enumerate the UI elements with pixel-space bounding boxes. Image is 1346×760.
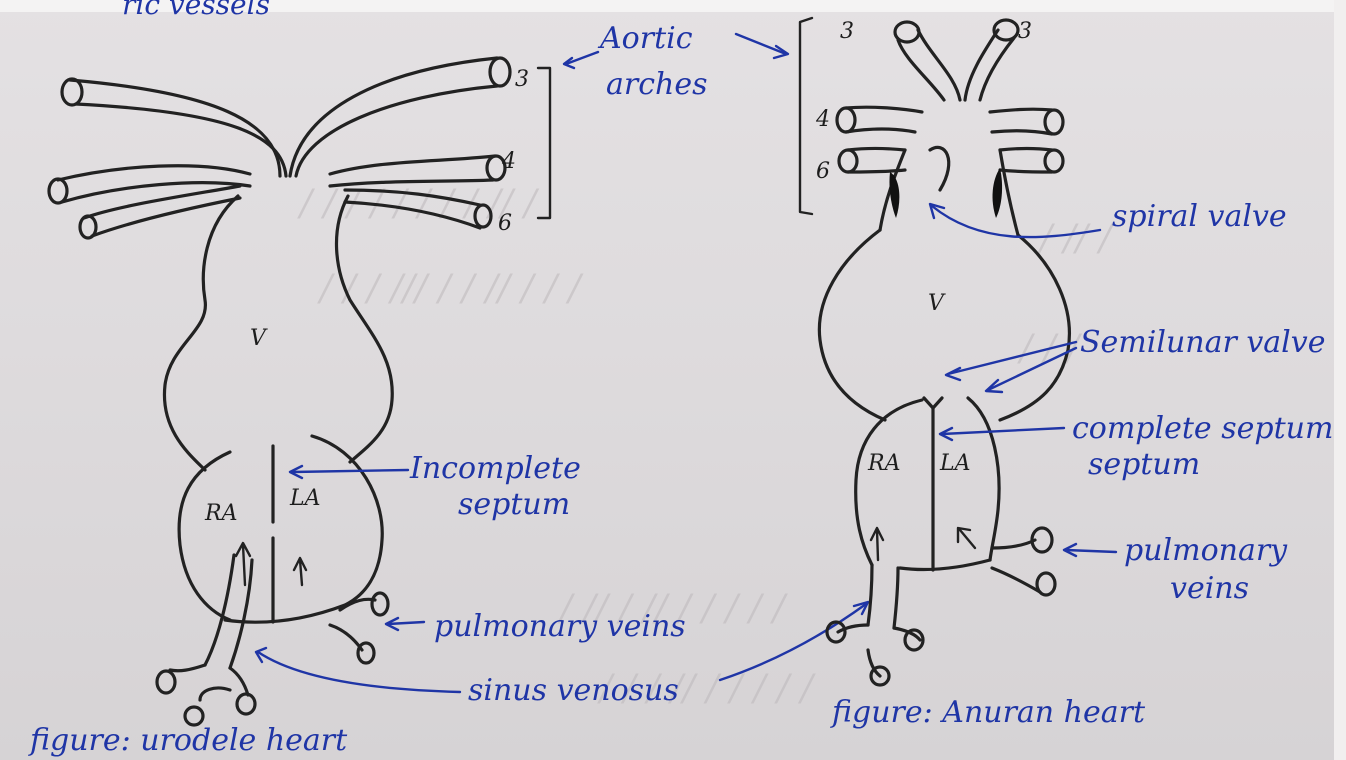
anuran-pulmonary-top bbox=[992, 540, 1035, 548]
spiral-valve-curve bbox=[930, 147, 949, 190]
truncus-right-wall bbox=[1000, 150, 1018, 235]
anuran-arch-3-left-number: 3 bbox=[840, 19, 854, 44]
pulmonary-vein-lower-opening bbox=[358, 643, 374, 663]
ventricle-left-wall bbox=[164, 196, 238, 470]
spiral-valve-label: spiral valve bbox=[1112, 199, 1287, 234]
anuran-arch-6-right-top bbox=[1000, 149, 1052, 151]
complete-septum-pointer bbox=[942, 428, 1064, 434]
pulmonary-veins-pointer bbox=[388, 622, 424, 624]
anuran-ventricle-left bbox=[819, 230, 885, 420]
anuran-arch-6-left-top bbox=[848, 149, 905, 151]
complete-septum-line2: septum bbox=[1088, 447, 1200, 482]
sinus-venosus-left-wall bbox=[205, 555, 234, 665]
arch-3-left-outer bbox=[70, 80, 280, 176]
anuran-arch-6-number: 6 bbox=[816, 159, 830, 184]
incomplete-septum-line1: Incomplete bbox=[409, 451, 581, 486]
anuran-arch-3-right-number: 3 bbox=[1018, 19, 1032, 44]
anuran-atrium-base bbox=[900, 560, 990, 570]
urodele-arch-bracket bbox=[538, 68, 550, 218]
arch-4-left-outer bbox=[58, 166, 250, 180]
sinus-opening-1 bbox=[157, 671, 175, 693]
anuran-sinus-right-wall bbox=[894, 568, 898, 628]
right-atrium-wall bbox=[179, 452, 230, 620]
sinus-venosus-branch-left bbox=[170, 665, 205, 671]
anuran-arch-3-left-outer bbox=[898, 40, 944, 100]
anuran-la-label: LA bbox=[939, 451, 971, 476]
pulmonary-veins-label: pulmonary veins bbox=[434, 609, 686, 644]
anuran-arch-4-right-bottom bbox=[992, 131, 1052, 134]
urodele-arch-4-number: 4 bbox=[501, 149, 516, 174]
urodele-caption: figure: urodele heart bbox=[28, 723, 348, 758]
anuran-arch-4-right-opening bbox=[1045, 110, 1063, 134]
ra-inflow-arrow bbox=[236, 543, 250, 585]
spiral-valve-flap-right bbox=[993, 168, 1003, 218]
spiral-valve-flap-left bbox=[889, 172, 899, 218]
anuran-ra-arrow bbox=[871, 528, 883, 560]
anuran-sinus-left-wall bbox=[868, 565, 872, 625]
anuran-caption: figure: Anuran heart bbox=[830, 695, 1146, 730]
anuran-arch-4-left-top bbox=[846, 107, 922, 112]
anuran-arch-6-right-opening bbox=[1045, 150, 1063, 172]
anuran-arch-3-right-inner bbox=[965, 30, 998, 100]
complete-septum-line1: complete septum bbox=[1072, 411, 1333, 446]
anuran-arch-3-left-opening bbox=[895, 22, 919, 42]
arch-6-left-opening bbox=[80, 216, 96, 238]
anuran-ra-label: RA bbox=[867, 451, 900, 476]
urodele-arch-3-number: 3 bbox=[515, 67, 529, 92]
aortic-arches-line2: arches bbox=[606, 67, 708, 102]
anuran-arch-6-right-bottom bbox=[1000, 170, 1052, 172]
svg-text:/ / / /// / / // / / /: / / / /// / / // / / / bbox=[317, 268, 585, 309]
pulmonary-vein-lower bbox=[330, 625, 362, 650]
anuran-la-wall bbox=[968, 398, 999, 560]
anuran-sinus-branch-low bbox=[868, 650, 880, 676]
anuran-ventricle-label: V bbox=[928, 291, 946, 316]
sinus-opening-3 bbox=[237, 694, 255, 714]
semilunar-pointer-1-head bbox=[946, 368, 960, 380]
anuran-pulmonary-line2: veins bbox=[1170, 571, 1249, 606]
anuran-pulmonary-pointer bbox=[1066, 550, 1116, 552]
left-atrium-wall bbox=[312, 436, 382, 605]
anuran-arch-4-right-top bbox=[990, 109, 1052, 112]
urodele-la-label: LA bbox=[289, 486, 321, 511]
anuran-pulmonary-opening-2 bbox=[1037, 573, 1055, 595]
anuran-arch-bracket bbox=[800, 18, 812, 214]
incomplete-septum-pointer bbox=[292, 470, 408, 472]
la-inflow-arrow bbox=[294, 558, 306, 585]
anuran-la-arrow bbox=[958, 528, 975, 548]
bleed-through-text: / / / / / / / / // / / / / /// / / // / … bbox=[297, 183, 1115, 709]
anuran-arch-4-left-opening bbox=[837, 108, 855, 132]
urodele-ventricle-label: V bbox=[250, 326, 268, 351]
svg-text:/ // /: / // / bbox=[1037, 218, 1115, 259]
arch-3-right-opening bbox=[490, 58, 510, 86]
semilunar-valve-label: Semilunar valve bbox=[1080, 325, 1325, 360]
sinus-venosus-branch-low bbox=[200, 688, 230, 700]
arch-4-right-outer bbox=[330, 156, 495, 174]
sinus-venosus-branch-right bbox=[230, 668, 248, 695]
arch-6-left-inner bbox=[92, 198, 240, 236]
incomplete-septum-line2: septum bbox=[458, 487, 570, 522]
sinus-venosus-right-wall bbox=[230, 560, 252, 668]
aortic-arrow-right-line bbox=[736, 34, 786, 54]
anuran-pulmonary-bottom bbox=[992, 568, 1040, 592]
ventricle-right-wall bbox=[336, 196, 392, 462]
sinus-venosus-label: sinus venosus bbox=[468, 673, 679, 708]
urodele-arch-6-number: 6 bbox=[498, 211, 512, 236]
anuran-arch-4-left-bottom bbox=[846, 129, 915, 132]
anuran-pulmonary-line1: pulmonary bbox=[1124, 533, 1288, 568]
anuran-arch-4-number: 4 bbox=[815, 107, 830, 132]
arch-4-left-opening bbox=[49, 179, 67, 203]
aortic-arches-line1: Aortic bbox=[597, 21, 693, 56]
header-scrawl: ric vessels bbox=[122, 0, 270, 21]
urodele-ra-label: RA bbox=[204, 501, 237, 526]
arch-3-left-opening bbox=[62, 79, 82, 105]
anuran-arch-6-left-opening bbox=[839, 150, 857, 172]
anuran-ra-wall bbox=[856, 400, 922, 565]
anuran-arch-3-left-inner bbox=[918, 30, 960, 100]
pulmonary-vein-upper-opening bbox=[372, 593, 388, 615]
